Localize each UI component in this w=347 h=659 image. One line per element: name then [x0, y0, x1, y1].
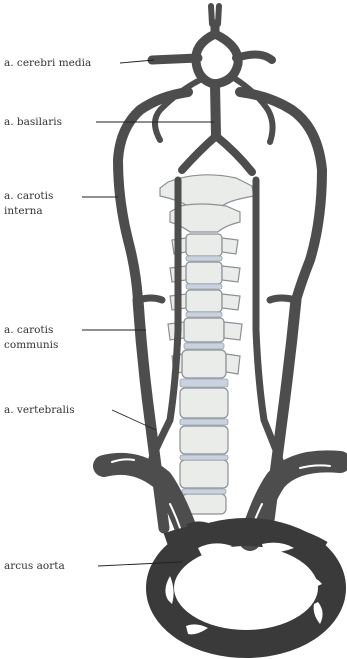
- external-carotid-right: [270, 298, 296, 300]
- vertebra-t1: [180, 388, 228, 418]
- vertebral-right-upper: [216, 136, 252, 172]
- left-cerebri-media-vessel: [152, 58, 198, 60]
- label-arcus-aorta: arcus aorta: [4, 559, 65, 573]
- label-vertebralis: a. vertebralis: [4, 403, 75, 417]
- vertebra-t2: [180, 426, 228, 454]
- vertebra-c5: [186, 290, 222, 312]
- vertebral-right: [256, 180, 280, 460]
- vertebra-atlas: [160, 175, 254, 206]
- vertebra-t3: [180, 460, 228, 488]
- subclavian-left: [104, 464, 190, 540]
- vertebra-c3: [186, 234, 222, 256]
- label-cerebri-media: a. cerebri media: [4, 56, 91, 70]
- label-carotis-interna-line1: a. carotis: [4, 189, 53, 203]
- label-carotis-interna-line2: interna: [4, 204, 43, 218]
- basilar-artery: [215, 84, 216, 136]
- right-cerebri-media-vessel: [236, 54, 272, 60]
- vertebra-c7: [182, 350, 226, 378]
- vertebra-c4: [186, 262, 222, 284]
- label-carotis-communis-line2: communis: [4, 338, 58, 352]
- external-carotid-left: [138, 298, 162, 300]
- label-carotis-communis-line1: a. carotis: [4, 323, 53, 337]
- vertebral-left-upper: [182, 136, 216, 170]
- vertebra-c6: [184, 318, 224, 342]
- arcus-aorta-vessel: [160, 525, 332, 644]
- label-basilaris: a. basilaris: [4, 115, 62, 129]
